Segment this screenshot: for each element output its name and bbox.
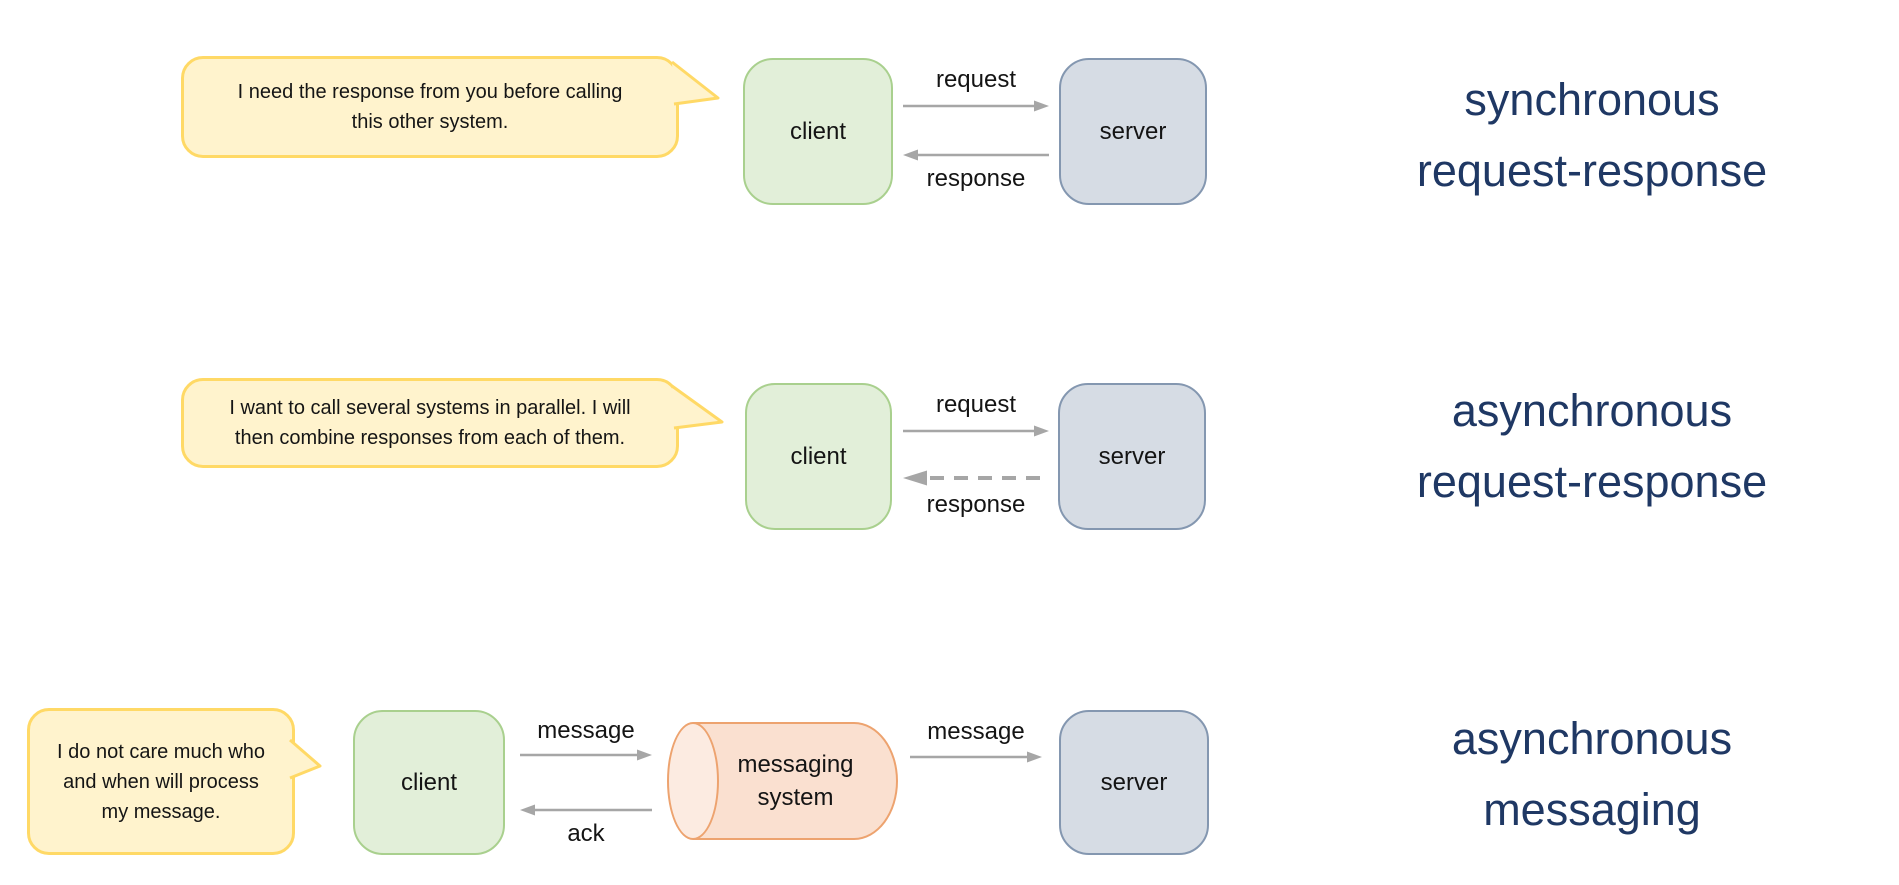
server-label: server <box>1098 442 1166 470</box>
messaging-system-label-line: system <box>757 784 834 811</box>
pattern-title-line: request-response <box>1416 456 1768 507</box>
pattern-title-sync: synchronous request-response <box>1362 64 1822 206</box>
message-arrow-label: message <box>927 718 1025 745</box>
message-arrow-label: message <box>537 717 635 744</box>
server-label: server <box>1100 768 1168 796</box>
ack-arrow <box>520 804 652 816</box>
speech-bubble-messaging: I do not care much who and when will pro… <box>27 708 295 855</box>
speech-tail-icon <box>671 384 724 430</box>
pattern-title-async-messaging: asynchronous messaging <box>1362 703 1822 845</box>
speech-tail-icon <box>289 738 322 780</box>
pattern-title-line: asynchronous <box>1451 713 1733 764</box>
speech-bubble-line: then combine responses from each of them… <box>234 427 626 449</box>
ack-arrow-label: ack <box>567 820 605 847</box>
client-box: client <box>353 710 505 855</box>
speech-bubble-line: I want to call several systems in parall… <box>229 397 631 419</box>
client-box: client <box>743 58 893 205</box>
pattern-title-line: request-response <box>1416 145 1768 196</box>
speech-bubble-line: and when will process <box>63 770 259 793</box>
speech-bubble-line: my message. <box>101 800 221 823</box>
client-label: client <box>400 768 458 796</box>
server-label: server <box>1099 117 1167 145</box>
pattern-title-line: messaging <box>1483 784 1701 835</box>
message-arrow <box>910 751 1042 763</box>
request-arrow <box>903 425 1049 437</box>
server-box: server <box>1059 58 1207 205</box>
client-label: client <box>790 442 847 470</box>
client-label: client <box>789 117 847 145</box>
messaging-system-label: messaging system <box>693 722 898 840</box>
server-box: server <box>1058 383 1206 530</box>
server-box: server <box>1059 710 1209 855</box>
speech-bubble-async-rr: I want to call several systems in parall… <box>181 378 679 468</box>
speech-bubble-line: this other system. <box>351 111 509 133</box>
pattern-title-line: synchronous <box>1464 74 1720 125</box>
speech-tail-icon <box>671 60 720 106</box>
response-arrow-label: response <box>926 165 1026 192</box>
request-arrow-label: request <box>935 66 1017 93</box>
messaging-system-label-line: messaging <box>737 751 854 778</box>
request-arrow-label: request <box>935 391 1017 418</box>
pattern-title-line: asynchronous <box>1451 385 1733 436</box>
client-box: client <box>745 383 892 530</box>
request-arrow <box>903 100 1049 112</box>
speech-bubble-line: I do not care much who <box>57 740 265 763</box>
response-dashed-arrow <box>903 470 1049 486</box>
message-arrow <box>520 749 652 761</box>
response-arrow <box>903 149 1049 161</box>
response-arrow-label: response <box>926 491 1026 518</box>
messaging-system-cylinder-cap <box>667 722 719 840</box>
messaging-system-cylinder <box>693 722 898 840</box>
speech-bubble-sync: I need the response from you before call… <box>181 56 679 158</box>
pattern-title-async-rr: asynchronous request-response <box>1362 375 1822 517</box>
speech-bubble-line: I need the response from you before call… <box>237 81 623 103</box>
